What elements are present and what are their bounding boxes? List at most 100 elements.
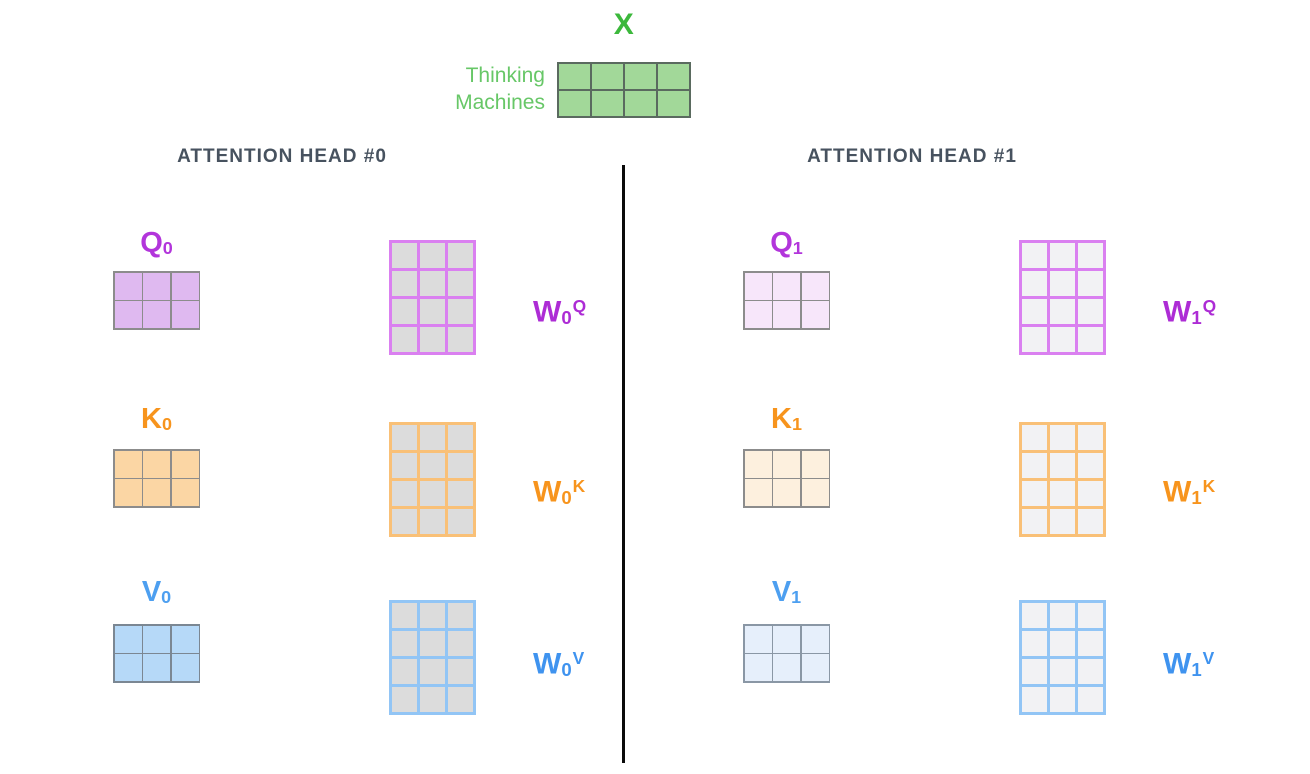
matrix-cell [773,625,800,653]
matrix-cell [773,301,800,328]
w0v-label: W0V [533,642,584,686]
matrix-cell [1078,603,1103,628]
matrix-cell [420,631,445,656]
attention-head-0-title: ATTENTION HEAD #0 [177,146,387,167]
matrix-cell [1022,659,1047,684]
matrix-cell [658,64,689,89]
matrix-cell [744,272,772,300]
k1-matrix [743,449,830,508]
matrix-cell [1050,271,1075,296]
matrix-cell [448,453,473,478]
matrix-cell [171,654,199,681]
matrix-cell [1078,659,1103,684]
matrix-cell [1022,453,1047,478]
w0k-label-sup: K [572,476,586,496]
w1k-label-sup: K [1202,476,1216,496]
matrix-cell [1050,509,1075,534]
matrix-cell [114,272,142,300]
matrix-cell [773,450,800,478]
matrix-cell [171,301,199,328]
matrix-cell [1022,481,1047,506]
matrix-cell [448,603,473,628]
w0q-label-sub: 0 [561,306,572,328]
w1q-label: W1Q [1163,290,1216,334]
w0v-label-sub: 0 [561,658,572,680]
matrix-cell [420,425,445,450]
matrix-cell [448,327,473,352]
matrix-cell [114,479,142,506]
k0-label-sub: 0 [161,414,172,435]
w1v-label-base: W [1163,647,1192,681]
matrix-cell [420,509,445,534]
matrix-cell [448,659,473,684]
q0-label: Q0 [113,228,200,263]
matrix-cell [1022,271,1047,296]
input-caption-line-2: Machines [455,91,545,114]
matrix-cell [448,631,473,656]
w0k-label-base: W [533,475,562,509]
k1-label: K1 [743,404,830,439]
q0-label-sub: 0 [162,238,173,259]
k0-matrix [113,449,200,508]
input-matrix [557,62,691,118]
w0v-matrix [389,600,476,715]
matrix-cell [392,243,417,268]
matrix-cell [143,479,170,506]
matrix-cell [143,450,170,478]
matrix-cell [171,625,199,653]
v0-label-sub: 0 [161,587,172,608]
matrix-cell [1078,631,1103,656]
v0-matrix [113,624,200,683]
k1-label-sub: 1 [791,414,802,435]
v1-label: V1 [743,577,830,612]
q1-label-base: Q [770,227,793,259]
matrix-cell [114,654,142,681]
w1v-label-sub: 1 [1191,658,1202,680]
section-divider [622,165,625,763]
matrix-cell [448,481,473,506]
matrix-cell [420,687,445,712]
matrix-cell [392,509,417,534]
w1k-label: W1K [1163,470,1215,514]
matrix-cell [171,450,199,478]
matrix-cell [448,299,473,324]
matrix-cell [420,453,445,478]
matrix-cell [143,301,170,328]
matrix-cell [1022,327,1047,352]
matrix-cell [1078,481,1103,506]
matrix-cell [392,481,417,506]
w0q-label: W0Q [533,290,586,334]
input-caption-line-1: Thinking [465,64,545,87]
k0-label-base: K [141,403,162,435]
v0-label: V0 [113,577,200,612]
matrix-cell [392,631,417,656]
v1-label-sub: 1 [791,587,802,608]
matrix-cell [171,272,199,300]
matrix-cell [801,450,829,478]
w1v-matrix [1019,600,1106,715]
q1-matrix [743,271,830,330]
w1k-label-base: W [1163,475,1192,509]
w1v-label: W1V [1163,642,1214,686]
matrix-cell [801,301,829,328]
matrix-cell [559,64,590,89]
matrix-cell [1078,243,1103,268]
w0k-label-sub: 0 [561,486,572,508]
attention-head-1-title: ATTENTION HEAD #1 [807,146,1017,167]
matrix-cell [1050,425,1075,450]
matrix-cell [1050,687,1075,712]
v1-matrix [743,624,830,683]
matrix-cell [448,425,473,450]
matrix-cell [420,603,445,628]
matrix-cell [392,659,417,684]
matrix-cell [392,687,417,712]
matrix-cell [1022,243,1047,268]
w0k-matrix [389,422,476,537]
matrix-cell [420,659,445,684]
w1q-label-sup: Q [1202,296,1217,316]
w1q-label-sub: 1 [1191,306,1202,328]
w1q-label-base: W [1163,295,1192,329]
matrix-cell [448,509,473,534]
w1q-matrix [1019,240,1106,355]
q0-label-base: Q [140,227,163,259]
